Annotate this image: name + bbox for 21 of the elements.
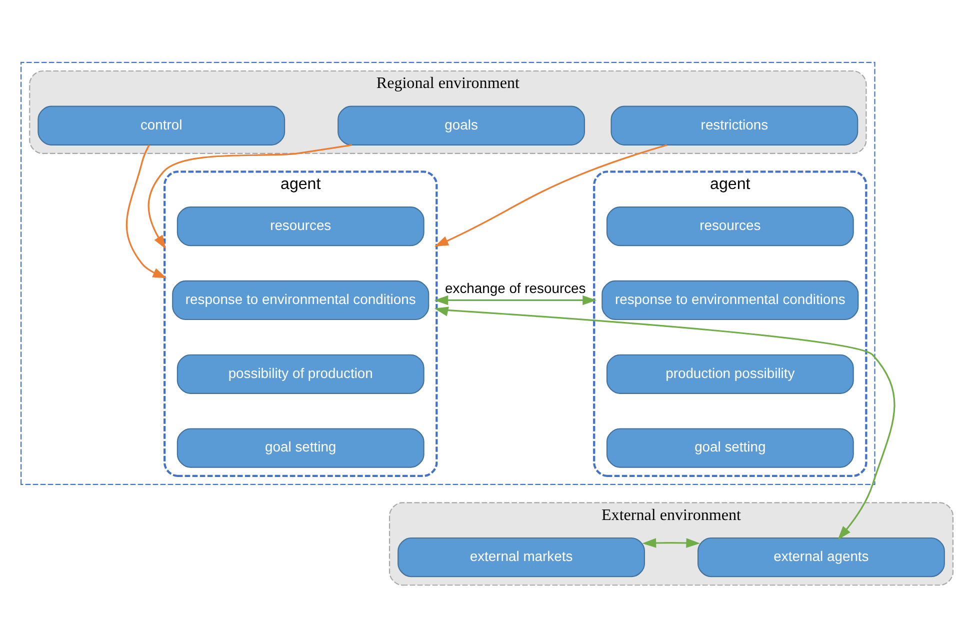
node-box: goal setting [606, 428, 854, 468]
node-box: goals [338, 106, 585, 146]
arrow [434, 306, 896, 540]
node-box: resources [176, 206, 424, 246]
node-box: restrictions [610, 106, 858, 146]
cluster [20, 62, 876, 485]
arrow [434, 144, 668, 247]
node-box: external markets [398, 537, 645, 578]
node-box: response to environmental conditions [172, 280, 430, 320]
node-box: response to environmental conditions [602, 280, 859, 320]
arrow [148, 144, 352, 250]
arrow [642, 538, 700, 548]
arrow [434, 295, 597, 306]
node-box: control [38, 106, 286, 146]
node-box: production possibility [606, 354, 854, 394]
node-box: goal setting [176, 428, 424, 468]
arrow [126, 144, 167, 278]
edge-label: exchange of resources [445, 280, 586, 296]
node-box: possibility of production [176, 354, 424, 394]
node-box: resources [606, 206, 854, 246]
node-box: external agents [697, 537, 945, 578]
